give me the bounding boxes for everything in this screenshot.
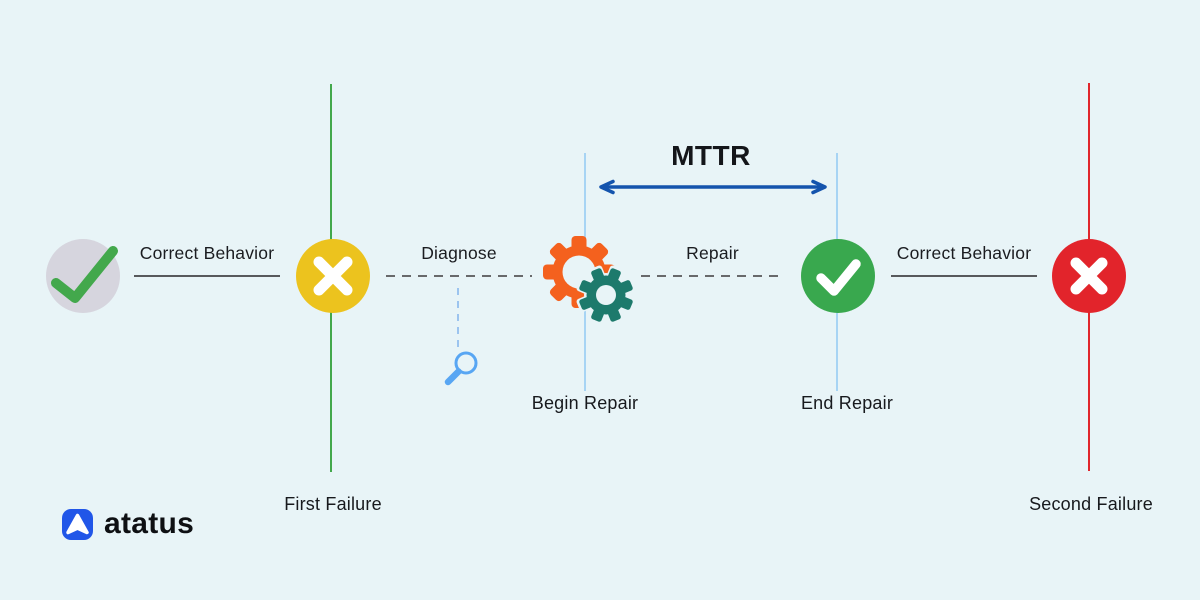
- segment-repair: Repair: [639, 243, 786, 277]
- start-ok-node: [43, 236, 123, 316]
- segment-line: [134, 275, 280, 277]
- brand-logo: atatus: [62, 507, 194, 541]
- first-failure-node: [296, 239, 370, 313]
- segment-line: [891, 275, 1037, 277]
- begin-repair-node: [533, 228, 637, 328]
- segment-line: [640, 275, 785, 277]
- segment-label: Correct Behavior: [139, 243, 275, 263]
- magnifier-icon: [444, 351, 478, 386]
- gears-icon: [543, 236, 636, 325]
- segment-label: Diagnose: [421, 243, 497, 263]
- end-repair-node: [801, 239, 875, 313]
- segment-label: Repair: [686, 243, 739, 263]
- first-failure-label: First Failure: [284, 494, 382, 514]
- segment-label: Correct Behavior: [896, 243, 1032, 263]
- brand-name: atatus: [104, 507, 195, 540]
- segment-correct-behavior-1: Correct Behavior: [131, 243, 283, 277]
- mttr-title: MTTR: [671, 140, 751, 171]
- segment-diagnose: Diagnose: [386, 243, 532, 277]
- end-repair-label: End Repair: [800, 393, 894, 413]
- second-failure-label: Second Failure: [1029, 494, 1153, 514]
- cross-circle-icon: [1052, 239, 1126, 313]
- begin-repair-label: Begin Repair: [531, 393, 639, 413]
- cross-circle-icon: [296, 239, 370, 313]
- diagnose-drop-line: [457, 288, 459, 352]
- check-circle-icon: [801, 239, 875, 313]
- mttr-span-arrow-icon: [599, 179, 827, 195]
- atatus-logo-icon: [62, 508, 93, 540]
- segment-line: [386, 275, 532, 277]
- check-circle-icon: [46, 239, 120, 313]
- second-failure-node: [1052, 239, 1126, 313]
- segment-correct-behavior-2: Correct Behavior: [888, 243, 1040, 277]
